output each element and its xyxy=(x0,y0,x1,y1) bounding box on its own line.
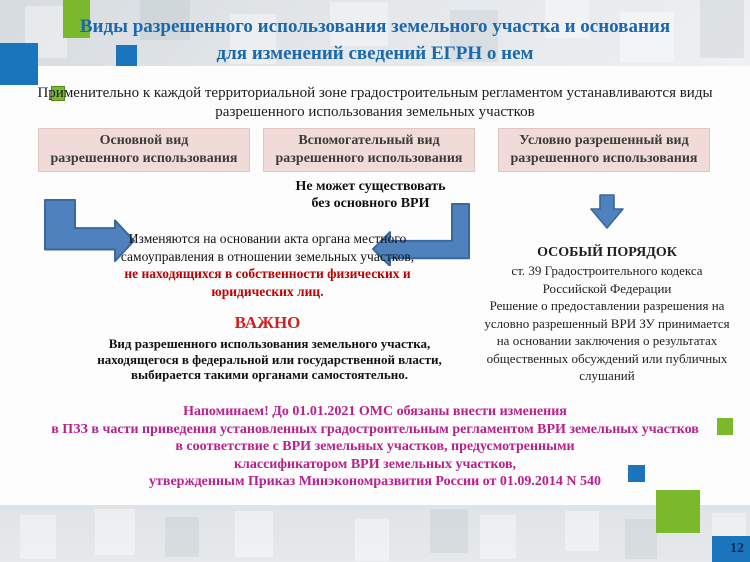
mosaic-tile xyxy=(20,515,56,559)
deco-blue-square-small xyxy=(116,45,137,66)
deco-blue-square-bottom xyxy=(628,465,645,482)
down-arrow-icon xyxy=(590,194,624,229)
special-order-heading: ОСОБЫЙ ПОРЯДОК xyxy=(537,245,677,260)
mosaic-tile xyxy=(95,509,135,555)
important-text: Вид разрешенного использования земельног… xyxy=(97,336,442,382)
bottom-mosaic-band xyxy=(0,505,750,562)
mosaic-tile xyxy=(625,519,657,559)
mosaic-tile xyxy=(430,509,468,553)
mosaic-tile xyxy=(165,517,199,557)
mosaic-tile xyxy=(140,0,190,40)
deco-green-square-top xyxy=(63,0,90,38)
special-order-block: ОСОБЫЙ ПОРЯДОК ст. 39 Градостроительного… xyxy=(448,243,750,385)
important-heading: ВАЖНО xyxy=(234,313,301,332)
mosaic-tile xyxy=(565,511,599,551)
mosaic-tile xyxy=(480,515,516,559)
change-basis-black-text: Изменяются на основании акта органа мест… xyxy=(120,231,415,264)
vri-box-main: Основной вид разрешенного использования xyxy=(38,128,250,172)
mosaic-tile xyxy=(620,12,674,62)
change-basis-red-text: не находящихся в собственности физически… xyxy=(124,266,411,299)
page-number-badge: 12 xyxy=(712,536,750,562)
mosaic-tile xyxy=(355,519,389,561)
elbow-arrow-right-icon xyxy=(44,199,135,263)
special-order-body: ст. 39 Градостроительного кодекса Россий… xyxy=(484,263,730,383)
deco-green-square-bottom xyxy=(656,490,700,533)
mosaic-tile xyxy=(700,0,744,58)
reminder-text: Напоминаем! До 01.01.2021 ОМС обязаны вн… xyxy=(51,404,699,489)
green-bullet-icon xyxy=(51,86,65,101)
mosaic-tile xyxy=(330,2,388,46)
deco-blue-square-left xyxy=(0,43,38,85)
mosaic-tile xyxy=(450,10,498,62)
mosaic-tile xyxy=(230,14,276,64)
vri-box-conditional: Условно разрешенный вид разрешенного исп… xyxy=(498,128,710,172)
intro-statement: Применительно к каждой территориальной з… xyxy=(37,85,713,120)
vri-box-auxiliary: Вспомогательный вид разрешенного использ… xyxy=(263,128,475,172)
slide-title: Виды разрешенного использования земельно… xyxy=(79,16,671,64)
auxiliary-note: Не может существовать без основного ВРИ xyxy=(295,179,446,211)
mosaic-tile xyxy=(235,511,273,557)
change-basis-paragraph: Изменяются на основании акта органа мест… xyxy=(115,230,420,300)
deco-green-square-right xyxy=(717,418,733,435)
elbow-arrow-left-icon xyxy=(372,203,470,266)
mosaic-tile xyxy=(545,0,589,38)
